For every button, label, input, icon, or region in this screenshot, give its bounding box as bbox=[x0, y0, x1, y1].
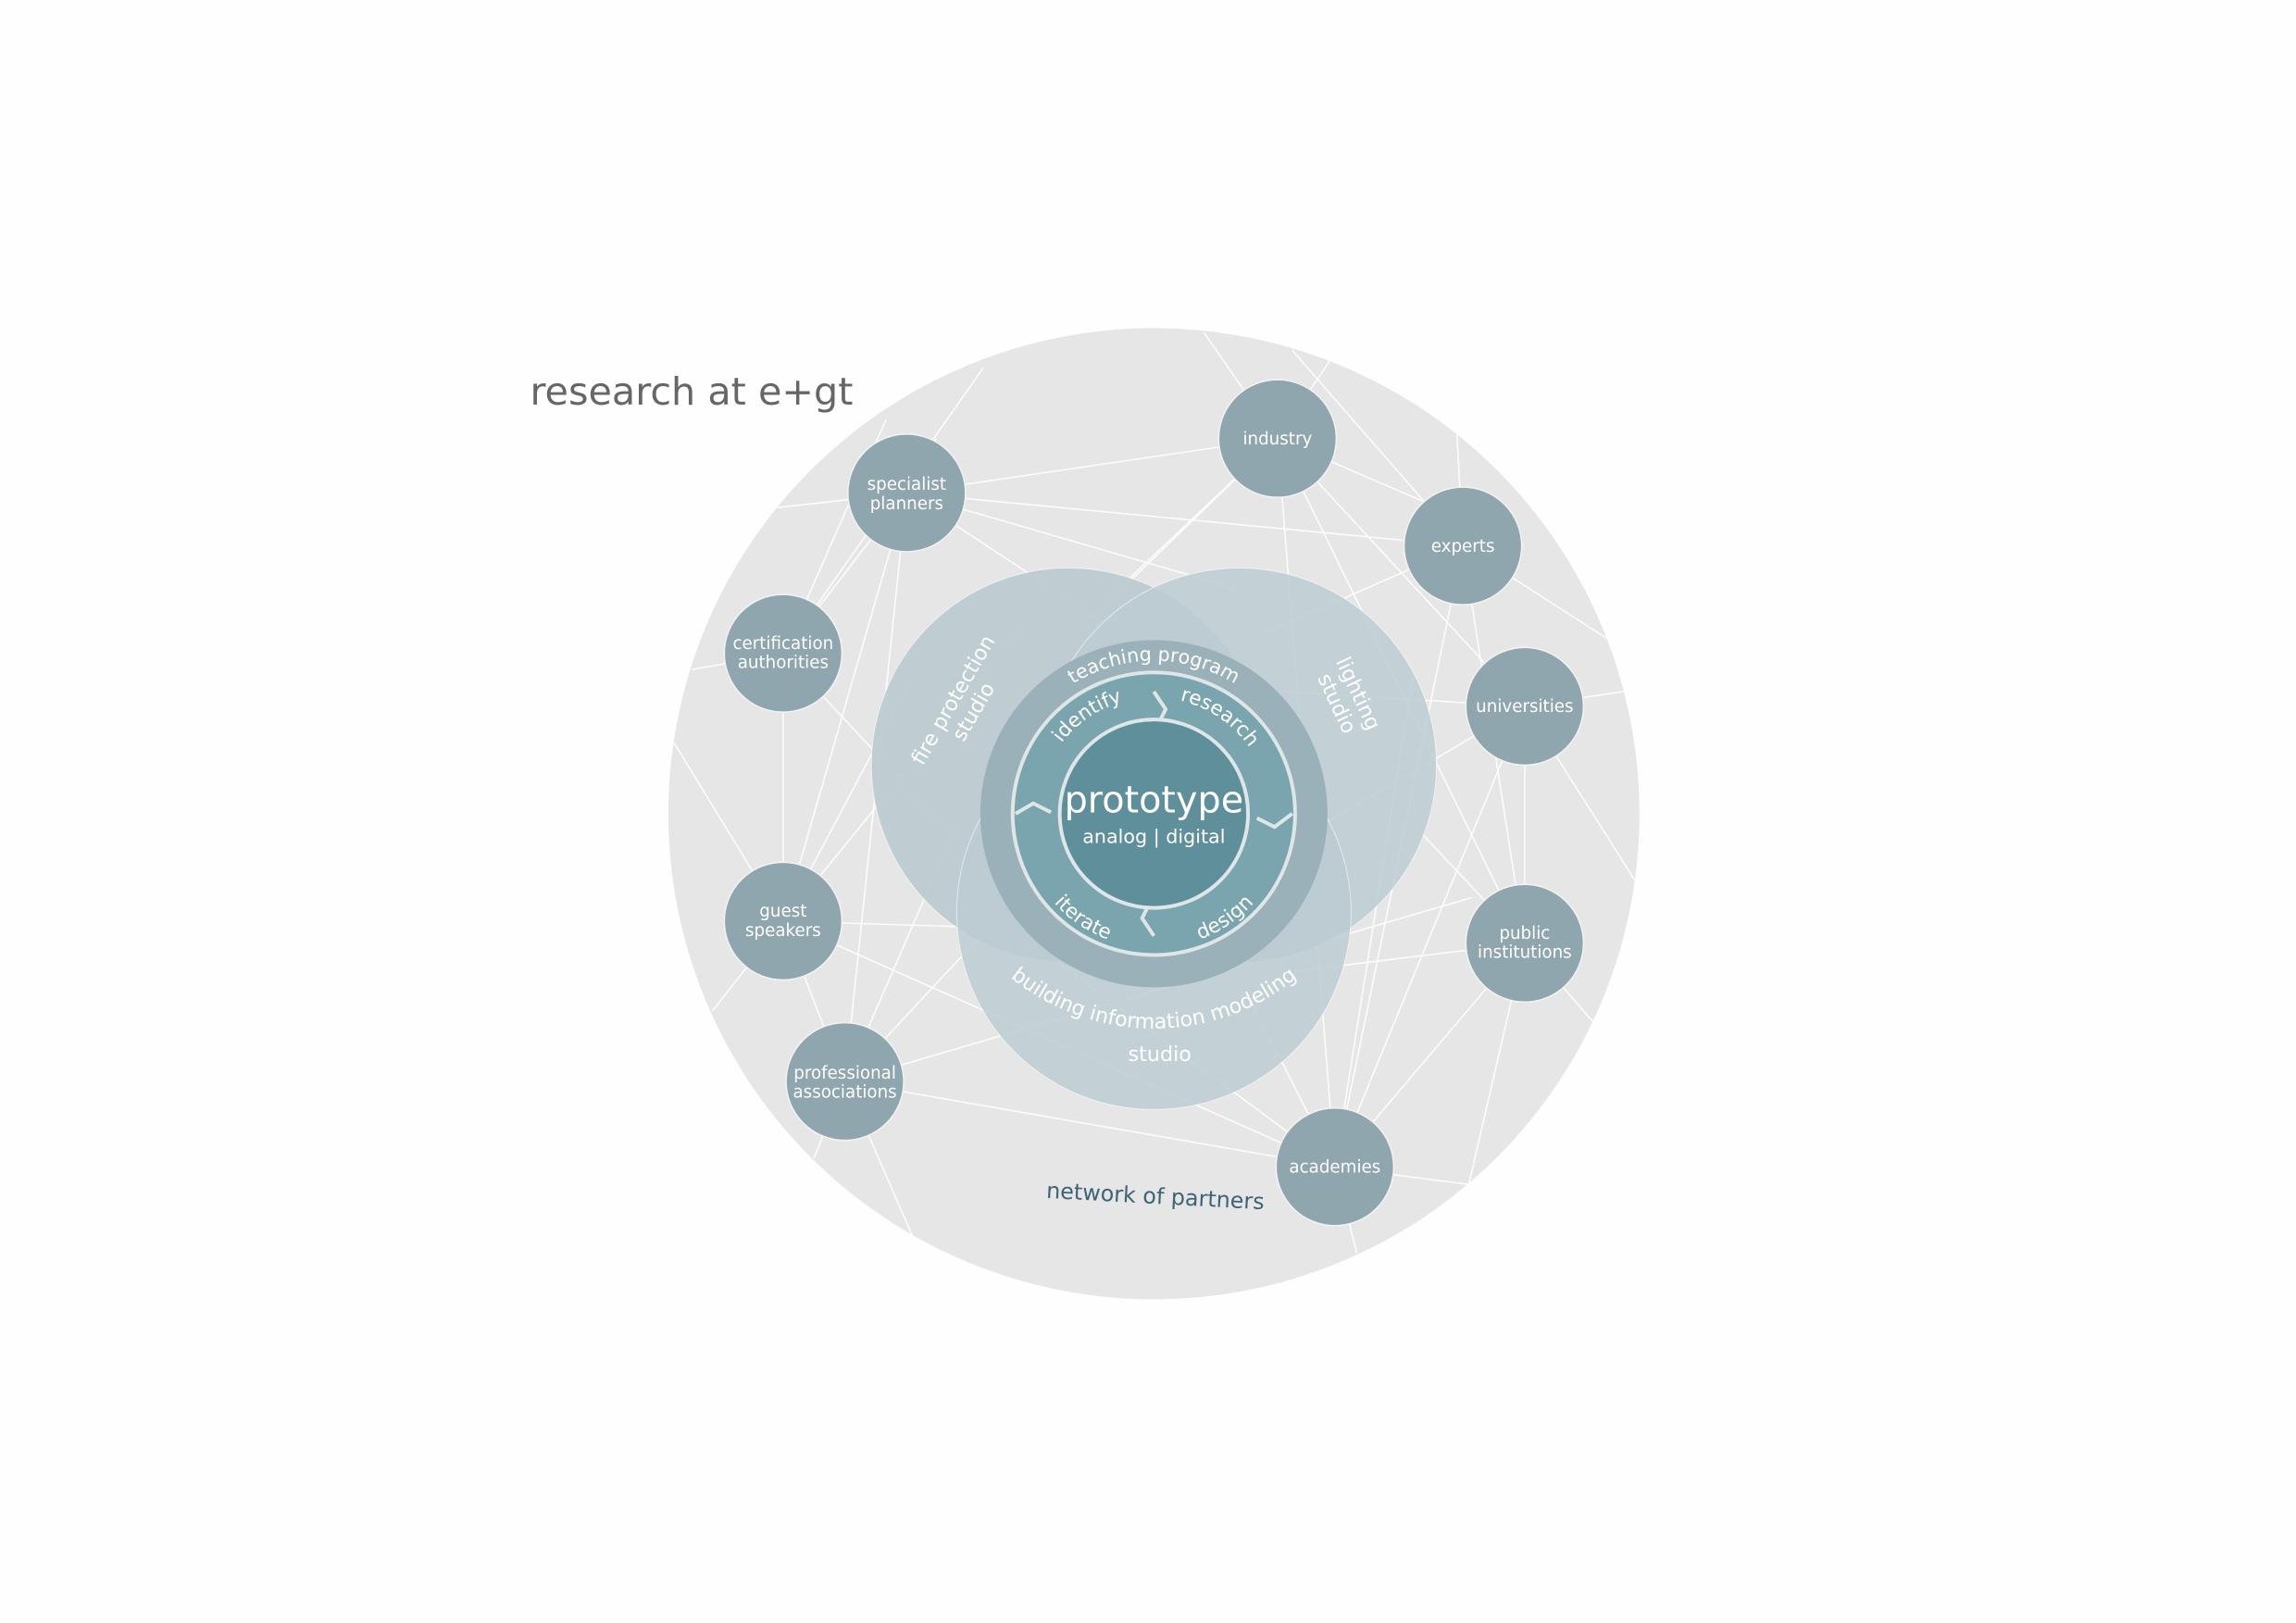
svg-text:planners: planners bbox=[870, 494, 943, 514]
core-subtitle: analog | digital bbox=[1082, 826, 1225, 849]
bim-studio-label-2: studio bbox=[1129, 1042, 1192, 1067]
svg-text:experts: experts bbox=[1431, 537, 1495, 556]
partner-industry[interactable]: industry bbox=[1217, 379, 1338, 498]
svg-text:universities: universities bbox=[1476, 697, 1573, 717]
svg-text:associations: associations bbox=[792, 1083, 896, 1103]
svg-text:speakers: speakers bbox=[745, 921, 821, 941]
partner-academies[interactable]: academies bbox=[1275, 1106, 1395, 1227]
partner-experts[interactable]: experts bbox=[1403, 486, 1523, 606]
svg-text:guest: guest bbox=[759, 902, 806, 921]
svg-text:public: public bbox=[1499, 924, 1550, 943]
svg-text:certification: certification bbox=[732, 634, 833, 654]
core-title: prototype bbox=[1065, 779, 1244, 821]
network-link bbox=[1334, 705, 1526, 1167]
svg-text:academies: academies bbox=[1289, 1158, 1380, 1178]
svg-text:authorities: authorities bbox=[738, 654, 829, 673]
partner-universities[interactable]: universities bbox=[1465, 646, 1585, 767]
svg-text:institutions: institutions bbox=[1478, 943, 1572, 963]
network-link bbox=[844, 1080, 1335, 1168]
page-title: research at e+gt bbox=[530, 369, 853, 414]
prototype-core bbox=[1057, 718, 1251, 910]
svg-text:industry: industry bbox=[1242, 430, 1312, 449]
network-link bbox=[906, 492, 1464, 547]
svg-text:professional: professional bbox=[793, 1064, 896, 1083]
network-link bbox=[782, 493, 908, 922]
svg-text:specialist: specialist bbox=[867, 475, 946, 494]
network-link bbox=[906, 437, 1278, 494]
